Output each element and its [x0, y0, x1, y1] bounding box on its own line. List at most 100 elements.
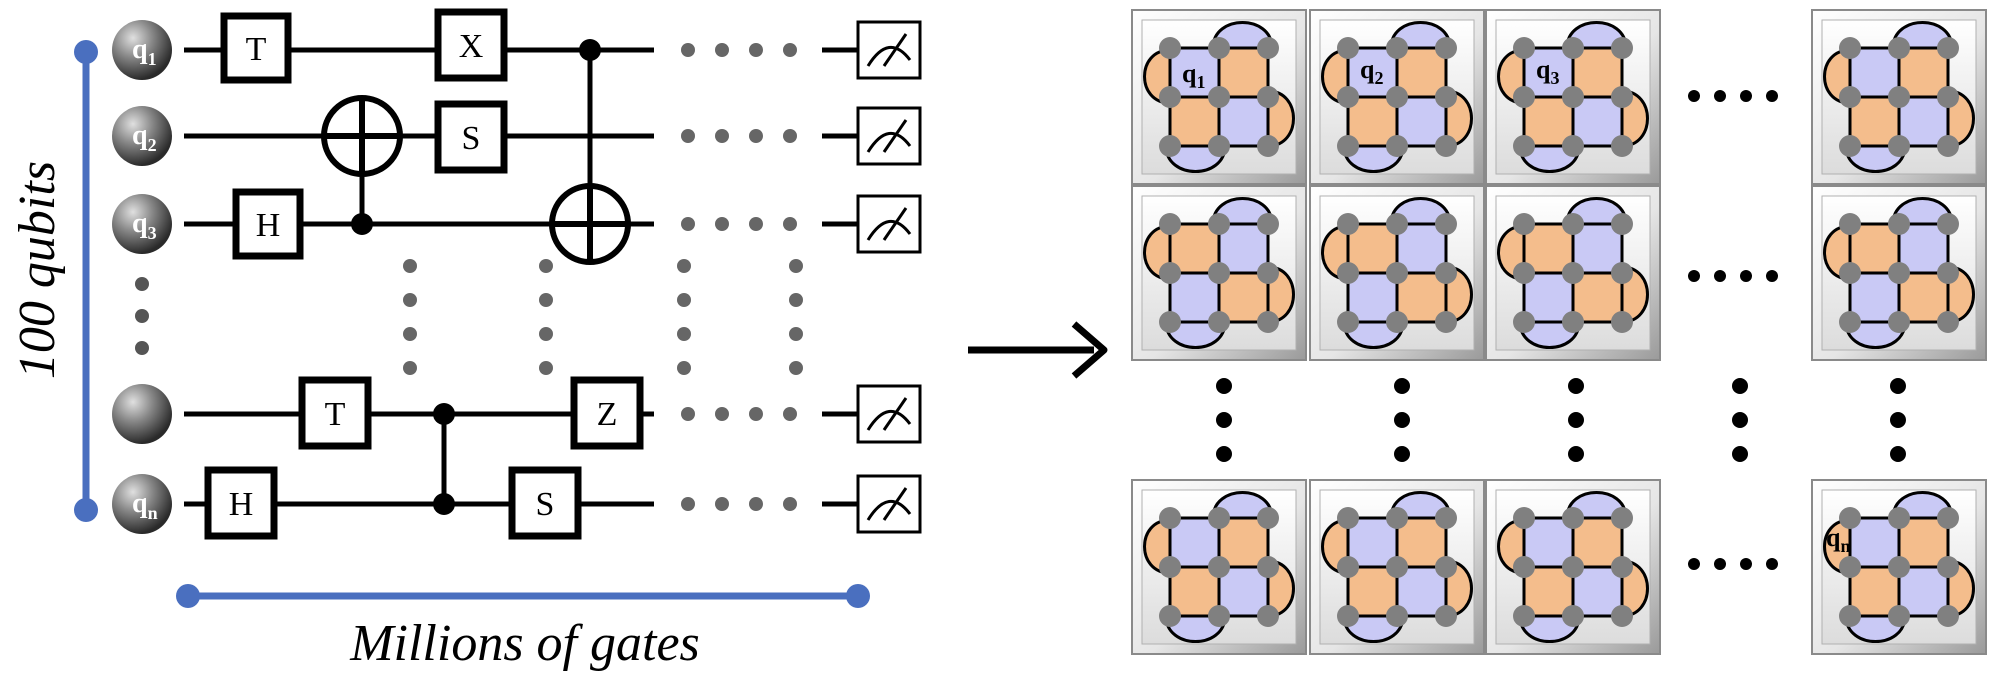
data-qubit-node — [1208, 135, 1230, 157]
data-qubit-node — [1611, 605, 1633, 627]
data-qubit-node — [1435, 37, 1457, 59]
data-qubit-node — [1839, 86, 1861, 108]
qubit-label-q3-sub: 3 — [148, 223, 157, 243]
data-qubit-node — [1562, 135, 1584, 157]
surface-code-tile — [1309, 479, 1485, 655]
meter-icon — [856, 474, 922, 534]
qubit-ellipsis — [135, 277, 149, 355]
data-qubit-node — [1839, 262, 1861, 284]
plaquette — [1897, 271, 1950, 324]
meter-icon — [856, 194, 922, 254]
xor-target-q3 — [549, 183, 631, 265]
circuit-horizontal-ellipses — [681, 43, 797, 511]
data-qubit-node — [1208, 262, 1230, 284]
data-qubit-node — [1888, 311, 1910, 333]
ellipsis-row-q1 — [681, 43, 797, 57]
data-qubit-node — [1337, 135, 1359, 157]
plaquette — [1522, 271, 1575, 324]
data-qubit-node — [1337, 37, 1359, 59]
gates-axis: Millions of gates — [176, 584, 870, 672]
gate-t-lower: T — [298, 376, 372, 450]
vertical-ellipsis-col2 — [1394, 378, 1410, 462]
data-qubit-node — [1937, 507, 1959, 529]
qubit-label-q1-sub: 1 — [148, 49, 157, 69]
plaquette — [1346, 271, 1399, 324]
data-qubit-node — [1513, 311, 1535, 333]
surface-code-tile — [1309, 185, 1485, 361]
svg-text:q2: q2 — [132, 120, 157, 155]
data-qubit-node — [1337, 556, 1359, 578]
svg-text:qn: qn — [132, 488, 158, 523]
surface-code-tile — [1485, 479, 1661, 655]
data-qubit-node — [1159, 556, 1181, 578]
gate-h-q3: H — [232, 188, 304, 260]
svg-text:X: X — [459, 28, 484, 65]
data-qubit-node — [1257, 605, 1279, 627]
data-qubit-node — [1611, 556, 1633, 578]
plaquette — [1848, 95, 1901, 148]
data-qubit-node — [1208, 86, 1230, 108]
qubit-label-qn-sub: n — [148, 503, 158, 523]
plaquette — [1395, 565, 1448, 618]
data-qubit-node — [1159, 311, 1181, 333]
gate-z: Z — [570, 376, 644, 450]
plaquette — [1848, 222, 1901, 275]
single-qubit-gates: T X S H T Z H — [204, 8, 644, 540]
plaquette — [1168, 271, 1221, 324]
data-qubit-node — [1435, 556, 1457, 578]
qubit-label-q1-main: q — [132, 34, 148, 65]
data-qubit-node — [1513, 86, 1535, 108]
plaquette — [1571, 271, 1624, 324]
tile-label-q2: q2 — [1360, 55, 1383, 88]
svg-text:q1: q1 — [132, 34, 157, 69]
meter-icon — [856, 20, 922, 80]
data-qubit-node — [1562, 311, 1584, 333]
data-qubit-node — [1257, 135, 1279, 157]
data-qubit-node — [1257, 262, 1279, 284]
data-qubit-node — [1513, 507, 1535, 529]
measurement-stubs — [822, 47, 860, 507]
plaquette — [1395, 222, 1448, 275]
data-qubit-node — [1337, 213, 1359, 235]
data-qubit-node — [1159, 262, 1181, 284]
data-qubit-node — [1611, 507, 1633, 529]
data-qubit-node — [1839, 311, 1861, 333]
data-qubit-node — [1839, 556, 1861, 578]
data-qubit-node — [1257, 86, 1279, 108]
plaquette — [1168, 565, 1221, 618]
data-qubit-node — [1337, 262, 1359, 284]
meter-icon — [856, 106, 922, 166]
control-dot — [579, 39, 601, 61]
qubit-label-q2-main: q — [132, 120, 148, 151]
svg-text:H: H — [229, 486, 254, 523]
data-qubit-node — [1337, 311, 1359, 333]
plaquette — [1897, 565, 1950, 618]
gate-h-qn: H — [204, 466, 278, 540]
data-qubit-node — [1208, 605, 1230, 627]
data-qubit-node — [1839, 37, 1861, 59]
data-qubit-node — [1159, 507, 1181, 529]
surface-code-tile — [1131, 185, 1307, 361]
data-qubit-node — [1513, 37, 1535, 59]
plaquette — [1522, 95, 1575, 148]
data-qubit-node — [1386, 507, 1408, 529]
qubits-axis-endpoint-top — [74, 40, 98, 64]
plaquette — [1897, 222, 1950, 275]
horizontal-ellipsis-row1 — [1688, 90, 1778, 102]
mapping-arrow — [968, 321, 1108, 379]
surface-code-tile — [1485, 185, 1661, 361]
plaquette — [1848, 565, 1901, 618]
data-qubit-node — [1257, 556, 1279, 578]
gate-s-qn: S — [508, 466, 582, 540]
control-dot — [433, 493, 455, 515]
data-qubit-node — [1888, 37, 1910, 59]
qubit-label-q2-sub: 2 — [148, 135, 157, 155]
data-qubit-node — [1386, 135, 1408, 157]
data-qubit-node — [1159, 86, 1181, 108]
plaquette — [1571, 565, 1624, 618]
gate-x-q1: X — [434, 8, 508, 82]
data-qubit-node — [1257, 507, 1279, 529]
data-qubit-node — [1208, 507, 1230, 529]
data-qubit-node — [1386, 37, 1408, 59]
